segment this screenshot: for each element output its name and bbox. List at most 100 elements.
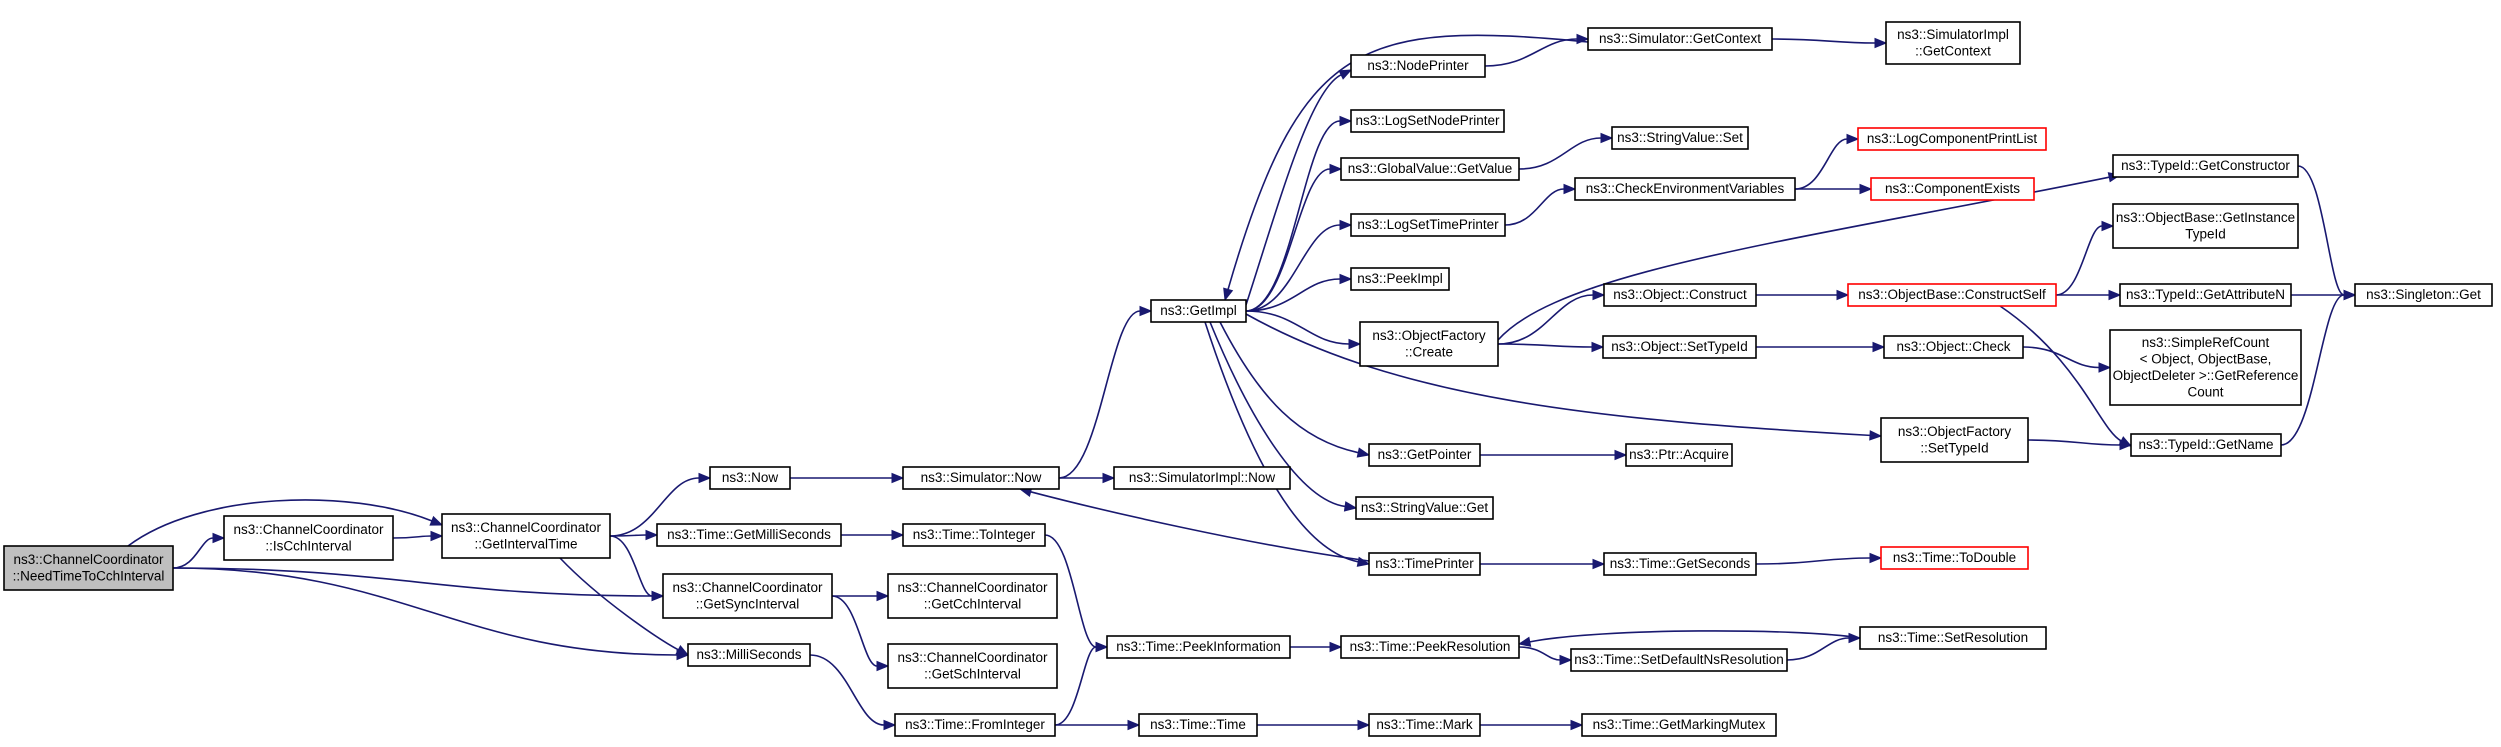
call-edge (1054, 719, 1141, 731)
node-root[interactable]: ns3::ChannelCoordinator::NeedTimeToCchIn… (3, 545, 174, 591)
node-label: ns3::Time::GetSeconds (1610, 556, 1751, 571)
node-simgetctx[interactable]: ns3::Simulator::GetContext (1587, 27, 1773, 51)
node-svget[interactable]: ns3::StringValue::Get (1355, 496, 1494, 520)
edge-line (1204, 321, 1359, 563)
node-tointeger[interactable]: ns3::Time::ToInteger (902, 523, 1046, 547)
node-label: ns3::TypeId::GetName (2138, 437, 2273, 452)
call-edge (1794, 133, 1860, 190)
call-edge (127, 499, 444, 547)
node-timetime[interactable]: ns3::Time::Time (1138, 713, 1258, 737)
call-edge (1786, 632, 1862, 661)
node-label: ns3::PeekImpl (1357, 271, 1443, 286)
node-iscch[interactable]: ns3::ChannelCoordinator::IsCchInterval (223, 515, 394, 561)
node-logcomplist[interactable]: ns3::LogComponentPrintList (1857, 127, 2047, 151)
arrowhead-icon (645, 529, 659, 541)
edge-line (127, 499, 433, 547)
node-box (1138, 713, 1258, 737)
node-box (1570, 648, 1788, 672)
node-box (1368, 443, 1481, 467)
edge-line (1245, 168, 1331, 312)
node-logsetnode[interactable]: ns3::LogSetNodePrinter (1350, 109, 1505, 133)
node-getname[interactable]: ns3::TypeId::GetName (2130, 433, 2282, 457)
node-gvgetvalue[interactable]: ns3::GlobalValue::GetValue (1340, 157, 1520, 181)
node-getsch[interactable]: ns3::ChannelCoordinator::GetSchInterval (887, 643, 1058, 689)
node-label: ns3::CheckEnvironmentVariables (1586, 181, 1785, 196)
edge-line (1497, 343, 1593, 348)
node-box (2112, 203, 2299, 249)
node-ofcreate[interactable]: ns3::ObjectFactory::Create (1359, 321, 1499, 367)
node-logsettime[interactable]: ns3::LogSetTimePrinter (1350, 213, 1506, 237)
node-mark[interactable]: ns3::Time::Mark (1368, 713, 1481, 737)
call-edge (1518, 646, 1573, 666)
node-getms[interactable]: ns3::Time::GetMilliSeconds (656, 523, 842, 547)
call-edge (1484, 33, 1590, 67)
arrowhead-icon (1329, 163, 1343, 175)
node-todouble[interactable]: ns3::Time::ToDouble (1880, 546, 2029, 570)
arrowhead-icon (1343, 501, 1358, 512)
call-edge (1059, 472, 1116, 484)
arrowhead-icon (1859, 183, 1873, 195)
node-checkenv[interactable]: ns3::CheckEnvironmentVariables (1574, 177, 1796, 201)
call-edge (1497, 289, 1606, 345)
node-objcheck[interactable]: ns3::Object::Check (1883, 335, 2024, 359)
node-setdefaultns[interactable]: ns3::Time::SetDefaultNsResolution (1570, 648, 1788, 672)
edge-line (2297, 165, 2345, 296)
node-now[interactable]: ns3::Now (709, 466, 791, 490)
node-peekimpl[interactable]: ns3::PeekImpl (1350, 267, 1450, 291)
node-objconstruct[interactable]: ns3::Object::Construct (1603, 283, 1757, 307)
node-box (3, 545, 174, 591)
edge-line (1245, 278, 1341, 312)
node-svset[interactable]: ns3::StringValue::Set (1611, 126, 1749, 150)
node-constructself[interactable]: ns3::ObjectBase::ConstructSelf (1847, 283, 2057, 307)
node-nodeprinter[interactable]: ns3::NodePrinter (1350, 54, 1486, 78)
node-ptracquire[interactable]: ns3::Ptr::Acquire (1625, 443, 1733, 467)
node-getseconds[interactable]: ns3::Time::GetSeconds (1603, 552, 1757, 576)
node-simimplctx[interactable]: ns3::SimulatorImpl::GetContext (1885, 21, 2021, 65)
call-edge (1219, 321, 1371, 458)
node-getconstructor[interactable]: ns3::TypeId::GetConstructor (2112, 154, 2299, 178)
node-compexists[interactable]: ns3::ComponentExists (1870, 177, 2035, 201)
node-label: ns3::Simulator::GetContext (1599, 31, 1761, 46)
node-setres[interactable]: ns3::Time::SetResolution (1859, 626, 2047, 650)
arrowhead-icon (1127, 719, 1141, 731)
arrowhead-icon (429, 515, 444, 526)
node-objsettypeid[interactable]: ns3::Object::SetTypeId (1602, 335, 1757, 359)
node-label: ::Create (1405, 344, 1453, 359)
node-simplerefcount[interactable]: ns3::SimpleRefCount< Object, ObjectBase,… (2109, 329, 2302, 406)
node-box (902, 523, 1046, 547)
call-edge (1209, 321, 1358, 512)
node-box (902, 466, 1060, 490)
node-peekinfo[interactable]: ns3::Time::PeekInformation (1106, 635, 1291, 659)
node-getcch[interactable]: ns3::ChannelCoordinator::GetCchInterval (887, 573, 1058, 619)
node-box (887, 643, 1058, 689)
node-simnow[interactable]: ns3::Simulator::Now (902, 466, 1060, 490)
node-box (662, 573, 833, 619)
node-label: ::SetTypeId (1920, 440, 1988, 455)
node-label: ns3::Now (722, 470, 779, 485)
node-getpointer[interactable]: ns3::GetPointer (1368, 443, 1481, 467)
node-millis[interactable]: ns3::MilliSeconds (687, 643, 811, 667)
node-peekres[interactable]: ns3::Time::PeekResolution (1340, 635, 1520, 659)
node-getattrn[interactable]: ns3::TypeId::GetAttributeN (2119, 283, 2292, 307)
node-getinterval[interactable]: ns3::ChannelCoordinator::GetIntervalTime (441, 513, 611, 559)
call-edge (172, 532, 226, 569)
node-box (709, 466, 791, 490)
node-getmarkmutex[interactable]: ns3::Time::GetMarkingMutex (1581, 713, 1777, 737)
node-simimplnow[interactable]: ns3::SimulatorImpl::Now (1113, 466, 1291, 490)
edge-line (2022, 346, 2100, 369)
call-edge (1245, 163, 1343, 312)
node-label: ns3::GlobalValue::GetValue (1348, 161, 1513, 176)
node-getimpl[interactable]: ns3::GetImpl (1150, 299, 1247, 323)
edge-line (1518, 137, 1602, 170)
node-frominteger[interactable]: ns3::Time::FromInteger (894, 713, 1056, 737)
edge-line (2055, 225, 2103, 296)
arrowhead-icon (2108, 289, 2122, 301)
node-timeprinter[interactable]: ns3::TimePrinter (1368, 552, 1481, 576)
node-label: ns3::Simulator::Now (921, 470, 1042, 485)
node-getsync[interactable]: ns3::ChannelCoordinator::GetSyncInterval (662, 573, 833, 619)
node-ofsettypeid[interactable]: ns3::ObjectFactory::SetTypeId (1880, 417, 2029, 463)
node-singleton[interactable]: ns3::Singleton::Get (2354, 283, 2493, 307)
arrowhead-icon (1614, 449, 1628, 461)
arrowhead-icon (1872, 341, 1886, 353)
